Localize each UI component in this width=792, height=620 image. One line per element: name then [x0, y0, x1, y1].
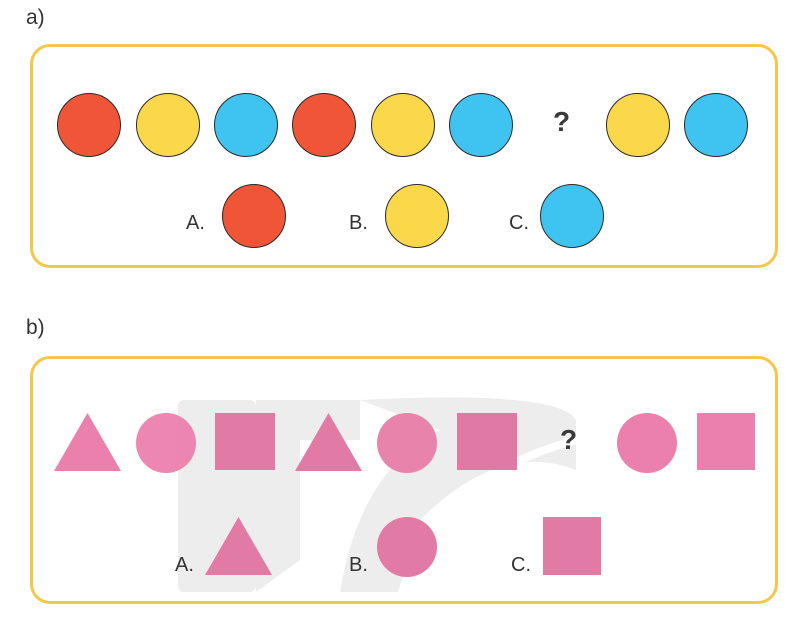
part-a-label: a)	[26, 6, 45, 29]
sequence-a-blue-circle-2	[449, 93, 513, 157]
sequence-b-triangle-2	[295, 413, 362, 471]
sequence-a-blue-circle-3	[684, 93, 748, 157]
sequence-a-yellow-circle-1	[136, 93, 200, 157]
option-b-c-label: C.	[511, 554, 531, 576]
sequence-b-circle-1	[136, 413, 196, 473]
part-b-panel	[30, 356, 778, 604]
sequence-b-circle-3	[617, 413, 677, 473]
part-a-panel	[30, 44, 778, 268]
sequence-a-yellow-circle-3	[606, 93, 670, 157]
option-b-label: B.	[349, 212, 368, 234]
sequence-b-triangle-1	[54, 413, 121, 471]
option-b-c-square[interactable]	[543, 517, 601, 575]
sequence-b-circle-2	[377, 413, 437, 473]
sequence-b-question-mark: ?	[560, 424, 578, 455]
sequence-a-red-circle-2	[292, 93, 356, 157]
option-b-a-triangle[interactable]	[205, 517, 272, 575]
option-b-b-circle[interactable]	[377, 517, 437, 577]
sequence-b-square-2	[457, 413, 517, 470]
sequence-a-red-circle-1	[57, 93, 121, 157]
option-b-a-label: A.	[175, 554, 194, 576]
sequence-b-square-1	[215, 413, 275, 470]
option-c-label: C.	[509, 212, 529, 234]
sequence-a-question-mark: ?	[553, 106, 571, 137]
option-c-blue-circle[interactable]	[540, 184, 604, 248]
option-b-yellow-circle[interactable]	[385, 184, 449, 248]
part-b-label: b)	[26, 316, 45, 339]
option-a-label: A.	[186, 212, 205, 234]
option-a-red-circle[interactable]	[222, 184, 286, 248]
sequence-a-blue-circle-1	[214, 93, 278, 157]
sequence-b-square-3	[697, 413, 755, 470]
sequence-a-yellow-circle-2	[371, 93, 435, 157]
option-b-b-label: B.	[349, 554, 368, 576]
